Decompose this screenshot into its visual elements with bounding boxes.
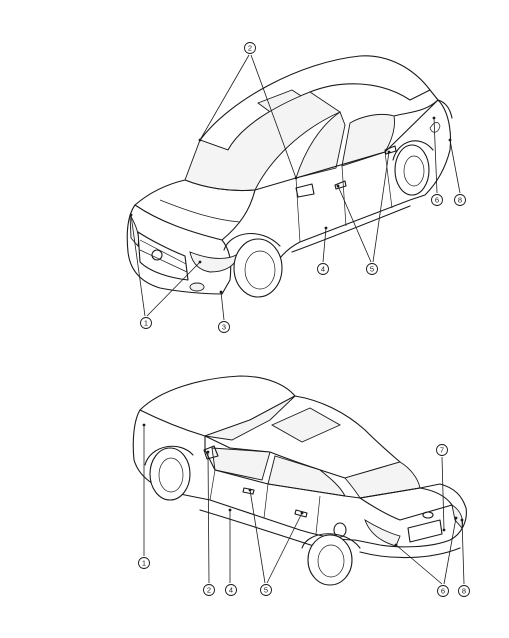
callout-top-4: 4	[317, 263, 329, 275]
svg-text:6: 6	[441, 587, 445, 596]
svg-text:8: 8	[458, 196, 462, 205]
body-side	[254, 99, 452, 263]
svg-text:2: 2	[248, 44, 252, 53]
tail-lamp-left	[364, 518, 401, 547]
tail-lamp-right	[451, 504, 463, 529]
svg-text:4: 4	[321, 265, 325, 274]
svg-text:3: 3	[222, 323, 226, 332]
svg-text:1: 1	[144, 319, 148, 328]
callout-bottom-5: 5	[260, 584, 272, 596]
car-rear-view	[132, 375, 467, 586]
front-fascia	[126, 204, 232, 295]
front-wheel	[233, 238, 283, 298]
svg-text:5: 5	[370, 265, 374, 274]
windshield-rear-view	[204, 395, 296, 441]
callout-top-5: 5	[366, 263, 378, 275]
svg-text:8: 8	[462, 587, 466, 596]
side-sill	[291, 205, 411, 253]
callout-bottom-4: 4	[225, 584, 237, 596]
callout-top-8: 8	[454, 194, 466, 206]
front-emblem	[151, 249, 163, 261]
side-sill-rear-view	[199, 509, 321, 549]
svg-text:7: 7	[440, 446, 444, 455]
license-plate-area	[407, 519, 443, 543]
callout-bottom-6: 6	[437, 585, 449, 597]
callout-bottom-8: 8	[458, 585, 470, 597]
rear-emblem	[422, 511, 434, 519]
callout-bottom-2: 2	[203, 584, 215, 596]
door-handle-front	[334, 180, 347, 190]
callout-top-2: 2	[244, 42, 256, 54]
door-handle-rear	[384, 145, 397, 155]
fog-lamp	[189, 282, 205, 292]
rear-window	[344, 461, 421, 499]
front-side-window	[295, 111, 346, 179]
front-grille	[137, 231, 189, 281]
sunroof-rear-view	[271, 407, 341, 443]
door-handle-rear-rear-view	[294, 509, 308, 518]
headlight-right	[189, 251, 239, 273]
hood-rear-view	[139, 375, 296, 437]
door-mirror	[295, 183, 315, 198]
bottom-leaders	[142, 423, 465, 585]
front-wheel-rear-view	[149, 447, 191, 501]
callout-bottom-7: 7	[436, 444, 448, 456]
door-mirror-rear-view	[203, 445, 219, 460]
door-handle-front-rear-view	[242, 487, 255, 495]
top-leaders	[129, 54, 461, 321]
fuel-lid	[333, 522, 347, 538]
front-side-window-rear-view	[211, 447, 271, 481]
roof-rear-view	[204, 395, 401, 479]
callout-top-6: 6	[431, 194, 443, 206]
rear-wheel-rear-view	[307, 534, 353, 586]
svg-text:1: 1	[142, 559, 146, 568]
svg-text:6: 6	[435, 196, 439, 205]
svg-text:5: 5	[264, 586, 268, 595]
svg-text:2: 2	[207, 586, 211, 595]
callout-top-1: 1	[140, 317, 152, 329]
svg-text:4: 4	[229, 586, 233, 595]
callout-top-3: 3	[218, 321, 230, 333]
body-side-rear-view	[132, 409, 467, 548]
rear-side-window	[341, 113, 395, 167]
callout-bottom-1: 1	[138, 557, 150, 569]
car-front-view	[126, 55, 453, 298]
